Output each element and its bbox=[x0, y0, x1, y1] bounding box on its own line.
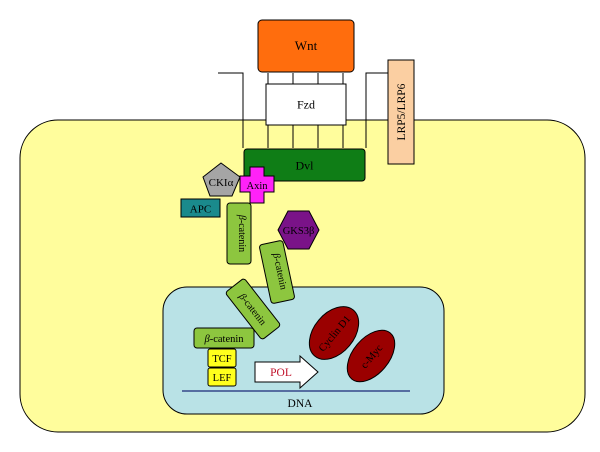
dvl-protein: Dvl bbox=[243, 148, 366, 182]
wnt-ligand: Wnt bbox=[257, 19, 355, 73]
beta-symbol: β bbox=[236, 291, 248, 303]
cki-alpha: CKIα bbox=[202, 162, 241, 197]
beta-symbol: β bbox=[270, 251, 282, 259]
nucleus bbox=[162, 286, 445, 415]
catenin-text: -catenin bbox=[236, 220, 247, 252]
beta-symbol: β bbox=[203, 334, 210, 345]
pol-label: POL bbox=[270, 367, 292, 379]
lrp-coreceptor: LRP5/LRP6 bbox=[387, 59, 415, 165]
wnt-label: Wnt bbox=[295, 38, 318, 53]
lef-label: LEF bbox=[213, 373, 232, 384]
apc-protein: APC bbox=[180, 198, 221, 218]
gsk3b-protein: GKS3β bbox=[277, 210, 320, 250]
dvl-label: Dvl bbox=[296, 159, 315, 173]
cyclin-d1: Cyclin D1 bbox=[308, 306, 360, 360]
tcf-factor: TCF bbox=[207, 348, 237, 368]
c-myc: c-Myc bbox=[346, 329, 396, 383]
fzd-label: Fzd bbox=[297, 98, 315, 112]
dna-label: DNA bbox=[288, 398, 314, 410]
axin-protein: Axin bbox=[239, 166, 275, 204]
axin-label: Axin bbox=[247, 181, 269, 192]
beta-catenin-4: β-catenin bbox=[193, 327, 255, 349]
cki-label: CKIα bbox=[209, 177, 234, 189]
cki-base-text: CKI bbox=[209, 177, 228, 189]
pol-arrow: POL bbox=[254, 354, 319, 390]
cki-greek-text: α bbox=[228, 177, 234, 189]
lef-factor: LEF bbox=[207, 367, 237, 387]
apc-label: APC bbox=[190, 204, 211, 216]
beta-catenin-1-label: β-catenin bbox=[236, 214, 247, 252]
beta-catenin-2: β-catenin bbox=[259, 240, 295, 304]
fzd-receptor: Fzd bbox=[218, 72, 390, 148]
tcf-label: TCF bbox=[212, 354, 231, 365]
catenin-text: -catenin bbox=[210, 334, 245, 345]
beta-symbol: β bbox=[236, 214, 247, 220]
lrp-label: LRP5/LRP6 bbox=[396, 83, 408, 140]
gsk3b-label: GKS3β bbox=[283, 226, 315, 237]
beta-catenin-1: β-catenin bbox=[226, 202, 252, 265]
beta-catenin-4-label: β-catenin bbox=[203, 334, 244, 345]
fzd-box bbox=[265, 83, 347, 126]
